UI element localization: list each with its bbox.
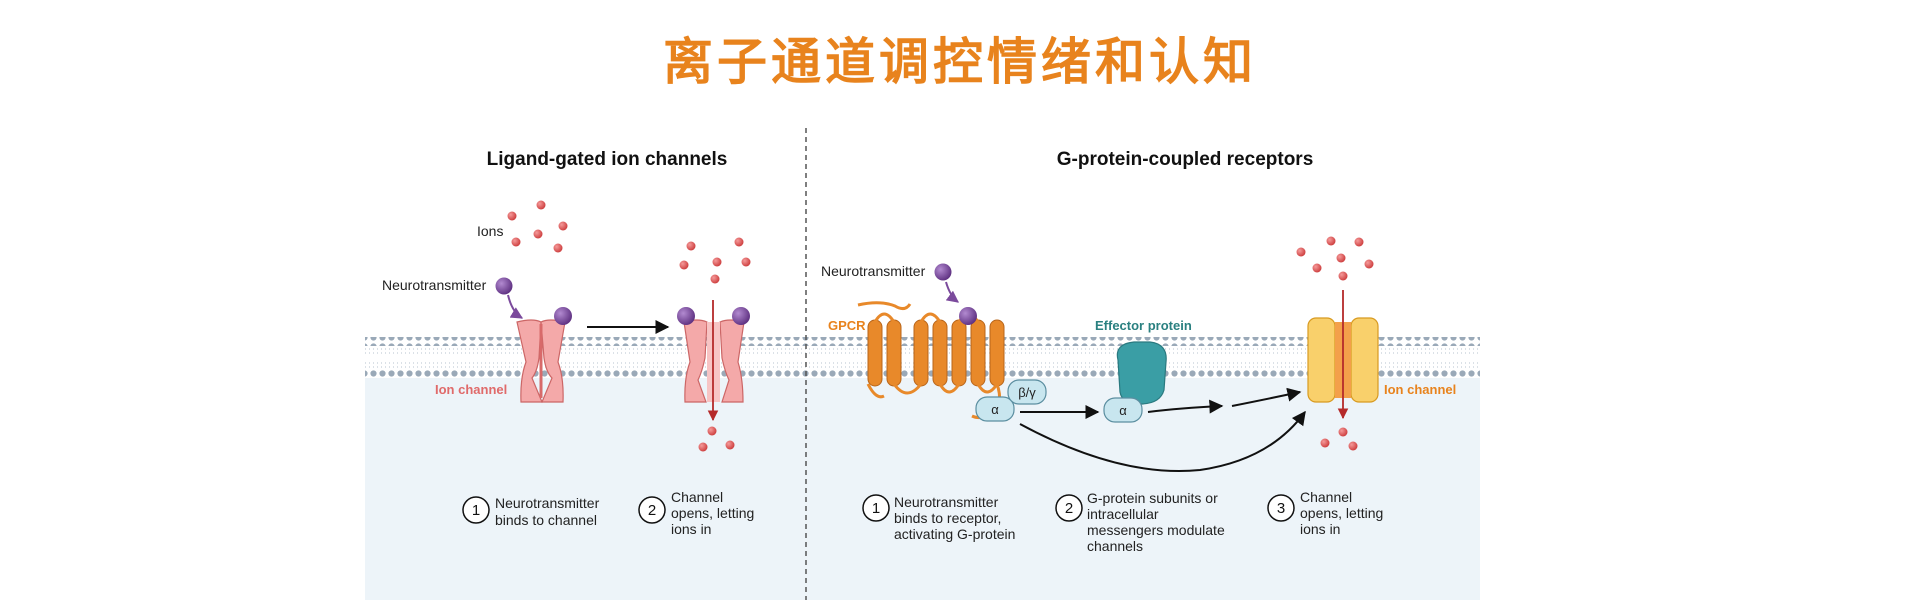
- step-number: 3: [1277, 500, 1285, 517]
- ion: [741, 257, 751, 267]
- ion: [1320, 438, 1330, 448]
- ion-channel-closed: [516, 307, 572, 403]
- ions-label: Ions: [477, 223, 503, 239]
- ion-channel-label-right: Ion channel: [1384, 382, 1456, 397]
- g-protein: α β/γ: [975, 379, 1047, 422]
- left-heading: Ligand-gated ion channels: [487, 149, 728, 170]
- gpcr-label: GPCR: [828, 318, 866, 333]
- ion: [507, 211, 517, 221]
- ion: [1338, 427, 1348, 437]
- ions-below-gpcr-channel: [1320, 427, 1358, 451]
- ion: [1326, 236, 1336, 246]
- neurotransmitter-arrow: [507, 294, 524, 319]
- ion: [712, 257, 722, 267]
- neurotransmitter-label-right: Neurotransmitter: [821, 263, 926, 279]
- g-alpha-subunit-bound: [1103, 397, 1143, 423]
- ion: [1312, 263, 1322, 273]
- ion: [558, 221, 568, 231]
- ions-cluster-free: [507, 200, 568, 253]
- g-alpha-label: α: [1119, 403, 1127, 418]
- ions-above-channel: [679, 237, 751, 284]
- right-heading: G-protein-coupled receptors: [1057, 149, 1314, 170]
- ion: [533, 229, 543, 239]
- ion: [1296, 247, 1306, 257]
- g-alpha-label: α: [991, 402, 999, 417]
- step-number: 1: [472, 502, 480, 519]
- effector-protein: α: [1103, 341, 1167, 423]
- effector-to-channel-arrow: [1231, 387, 1302, 407]
- cytoplasm-region: [365, 376, 1480, 600]
- g-beta-gamma-label: β/γ: [1018, 385, 1036, 400]
- ions-above-gpcr-channel: [1296, 236, 1374, 281]
- neurotransmitter-bound: [677, 307, 695, 325]
- page-title: 离子通道调控情绪和认知: [663, 33, 1257, 91]
- gpcr-ion-channel-open: [1307, 317, 1379, 403]
- ion: [698, 442, 708, 452]
- g-alpha-subunit: [975, 396, 1015, 422]
- neurotransmitter-label-left: Neurotransmitter: [382, 277, 487, 293]
- ions-below-channel: [698, 426, 735, 452]
- neurotransmitter-free: [934, 263, 952, 281]
- ion: [679, 260, 689, 270]
- step-number: 2: [1065, 500, 1073, 517]
- neurotransmitter-bound: [554, 307, 572, 325]
- ion: [511, 237, 521, 247]
- ion: [734, 237, 744, 247]
- g-protein-to-channel-arrow: [1019, 410, 1306, 473]
- step-number: 1: [872, 500, 880, 517]
- ion: [1354, 237, 1364, 247]
- ion: [686, 241, 696, 251]
- ion: [1338, 271, 1348, 281]
- ion: [1364, 259, 1374, 269]
- ion: [536, 200, 546, 210]
- ion: [710, 274, 720, 284]
- ion: [707, 426, 717, 436]
- g-beta-gamma-subunit: [1007, 379, 1047, 405]
- ion-channel-label-left: Ion channel: [435, 382, 507, 397]
- step-number: 2: [648, 502, 656, 519]
- effector-label: Effector protein: [1095, 318, 1192, 333]
- neurotransmitter-free: [495, 277, 513, 295]
- neurotransmitter-bound: [959, 307, 977, 325]
- neurotransmitter-bound: [732, 307, 750, 325]
- ion: [725, 440, 735, 450]
- effector-to-channel-arrow-short: [1147, 399, 1224, 414]
- neurotransmitter-arrow: [945, 281, 959, 303]
- ion: [553, 243, 563, 253]
- ion: [1348, 441, 1358, 451]
- ion: [1336, 253, 1346, 263]
